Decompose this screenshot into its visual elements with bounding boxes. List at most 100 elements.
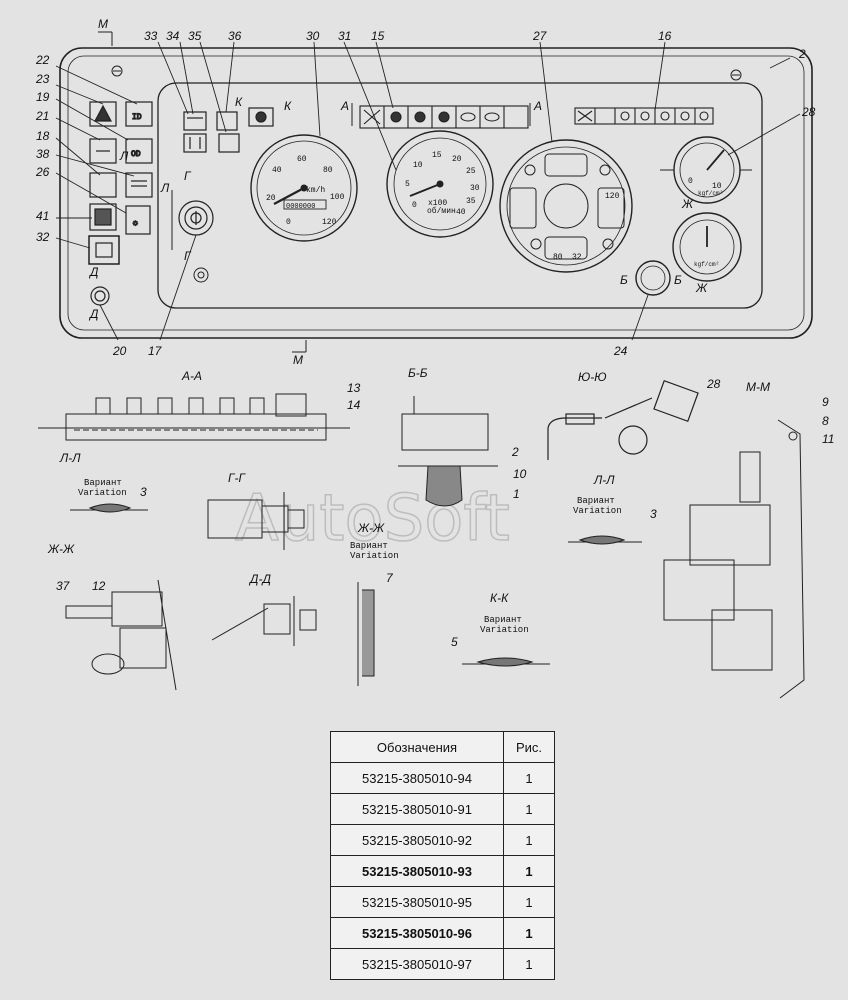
callout-41: 41 <box>36 209 49 223</box>
section-titles: А-А Б-Б Ю-Ю М-М Л-Л Л-Л Г-Г Ж-Ж Ж-Ж Д-Д … <box>47 366 770 605</box>
pressure-upper-tick-0: 0 <box>688 177 693 186</box>
section-title-bb: Б-Б <box>408 366 428 380</box>
speedometer <box>250 134 358 242</box>
table-row: 53215-3805010-92 1 <box>330 824 555 856</box>
lamp-24 <box>635 260 671 296</box>
table-cell-fig: 1 <box>503 793 555 825</box>
callout-22: 22 <box>35 53 50 67</box>
tacho-tick-35: 35 <box>466 197 476 206</box>
callout-11: 11 <box>822 432 834 446</box>
marker-l-top: Л <box>160 181 170 195</box>
marker-l-side: Л <box>119 149 129 163</box>
section-title-mm: М-М <box>746 380 770 394</box>
section-aa-view <box>38 393 350 441</box>
section-zhzh-left <box>65 579 177 691</box>
warning-lamp-strip-16 <box>574 107 714 125</box>
table-cell-code: 53215-3805010-96 <box>330 917 504 949</box>
tachometer <box>386 130 494 238</box>
section-ll-seal <box>70 503 642 545</box>
section-title-dd: Д-Д <box>248 572 271 586</box>
callout-31: 31 <box>338 29 351 43</box>
marker-letters: М М А А К К Л Л Г Г Д Д Б Б Ж Ж <box>88 17 708 367</box>
section-title-zhzh-center: Ж-Ж <box>357 521 385 535</box>
marker-a-right: А <box>533 99 542 113</box>
callout-9: 9 <box>822 395 829 409</box>
variant-labels: Вариант Variation Вариант Variation Вари… <box>78 478 622 635</box>
section-title-yuyu: Ю-Ю <box>578 370 607 384</box>
tacho-tick-0: 0 <box>412 201 417 210</box>
combination-gauge <box>499 139 633 273</box>
callout-19: 19 <box>36 90 50 104</box>
speedo-tick-20: 20 <box>266 194 276 203</box>
combo-tick-80: 80 <box>553 253 563 262</box>
marker-m-bottom: М <box>293 353 303 367</box>
callout-5: 5 <box>451 635 458 649</box>
speedo-tick-120: 120 <box>322 218 337 227</box>
combo-tick-32: 32 <box>572 253 582 262</box>
callout-23: 23 <box>35 72 50 86</box>
table-row: 53215-3805010-97 1 <box>330 948 555 980</box>
table-row: 53215-3805010-95 1 <box>330 886 555 918</box>
table-cell-fig: 1 <box>503 917 555 949</box>
callout-18: 18 <box>36 129 50 143</box>
marker-k-right: К <box>284 99 292 113</box>
variant-en-zhzh: Variation <box>350 551 399 561</box>
section-yuyu-view <box>547 379 699 460</box>
marker-zh-top: Ж <box>681 197 694 211</box>
combo-tick-120: 120 <box>605 192 620 201</box>
pressure-upper-unit: kgf/cm² <box>698 190 723 197</box>
speedo-tick-100: 100 <box>330 193 345 202</box>
tacho-unit: x100 <box>428 199 447 208</box>
callout-38: 38 <box>36 147 50 161</box>
callout-3-ll-right: 3 <box>650 507 657 521</box>
callout-8: 8 <box>822 414 829 428</box>
marker-zh-bottom: Ж <box>695 281 708 295</box>
marker-a-left: А <box>340 99 349 113</box>
marker-b-left: Б <box>620 273 628 287</box>
variant-ru-kk: Вариант <box>484 615 522 625</box>
callout-15: 15 <box>371 29 385 43</box>
variant-ru-ll-right: Вариант <box>577 496 615 506</box>
table-cell-fig: 1 <box>503 948 555 980</box>
marker-d-bottom: Д <box>88 307 99 321</box>
callout-32: 32 <box>36 230 50 244</box>
table-row: 53215-3805010-93 1 <box>330 855 555 887</box>
table-header-row: Обозначения Рис. <box>330 731 555 763</box>
section-dd-view <box>211 596 317 646</box>
speedo-tick-40: 40 <box>272 166 282 175</box>
svg-text:OD: OD <box>131 150 141 159</box>
callout-36: 36 <box>228 29 242 43</box>
panel-section-markers <box>98 31 531 353</box>
callout-7: 7 <box>386 571 394 585</box>
callout-20: 20 <box>112 344 127 358</box>
table-cell-code: 53215-3805010-95 <box>330 886 504 918</box>
callout-14: 14 <box>347 398 361 412</box>
marker-g-top: Г <box>184 169 192 183</box>
callout-28-yuyu: 28 <box>706 377 721 391</box>
section-title-ll-right: Л-Л <box>593 473 615 487</box>
watermark: AutoSoft <box>235 482 510 556</box>
variant-ru-zhzh: Вариант <box>350 541 388 551</box>
speedo-tick-60: 60 <box>297 155 307 164</box>
leader-lines <box>55 41 801 341</box>
pressure-lower-unit: kgf/cm² <box>694 261 719 268</box>
callout-10: 10 <box>513 467 527 481</box>
pressure-gauge-lower <box>672 212 742 282</box>
variant-ru-ll: Вариант <box>84 478 122 488</box>
variant-en-ll: Variation <box>78 488 127 498</box>
marker-k-left: К <box>235 95 243 109</box>
table-cell-code: 53215-3805010-93 <box>330 855 504 887</box>
indicator-lamps <box>183 107 274 153</box>
svg-text:ID: ID <box>132 113 142 122</box>
section-bb-view <box>398 396 498 507</box>
callout-12: 12 <box>92 579 106 593</box>
section-title-aa: А-А <box>181 369 202 383</box>
pressure-gauge-upper <box>660 136 752 204</box>
designation-table: Обозначения Рис. 53215-3805010-94 1 5321… <box>330 731 555 980</box>
table-row: 53215-3805010-91 1 <box>330 793 555 825</box>
table-row: 53215-3805010-96 1 <box>330 917 555 949</box>
callout-30: 30 <box>306 29 320 43</box>
section-gg-view <box>207 492 305 550</box>
tachometer-labels: 0 5 10 15 20 25 30 35 40 x100 об/мин <box>405 151 480 217</box>
tacho-sub-unit: об/мин <box>427 207 456 216</box>
